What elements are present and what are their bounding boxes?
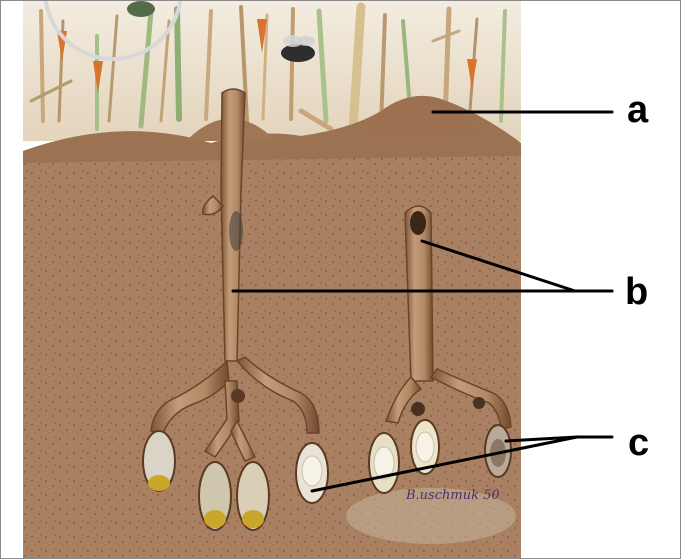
artist-signature: B.uschmuk 50 xyxy=(405,488,500,503)
label-c: c xyxy=(628,424,649,462)
label-a: a xyxy=(627,91,648,129)
label-b: b xyxy=(625,273,648,311)
bee-icon xyxy=(281,35,315,62)
